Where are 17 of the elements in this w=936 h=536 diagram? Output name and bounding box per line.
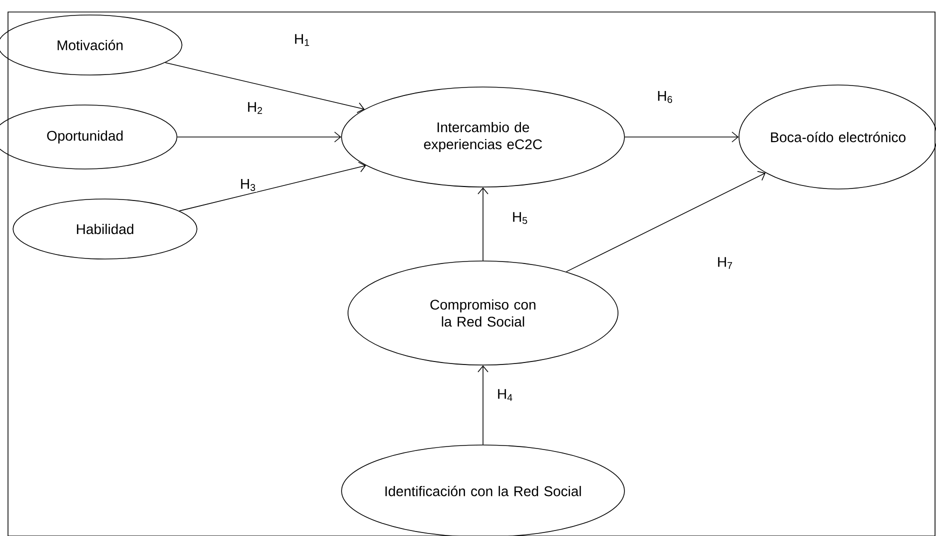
edge-label: H$_{2}$ bbox=[246, 101, 264, 115]
ellipse-node: Compromiso con la Red Social bbox=[348, 260, 618, 366]
arrow bbox=[478, 365, 488, 445]
edge-label: H$_{5}$ bbox=[510, 211, 530, 225]
arrow bbox=[566, 170, 766, 272]
arrow bbox=[164, 62, 365, 114]
edge-label: H$_{3}$ bbox=[238, 178, 258, 192]
arrow bbox=[178, 162, 366, 212]
edge-label: H$_{4}$ bbox=[496, 388, 514, 402]
edge-label: H$_{6}$ bbox=[656, 90, 674, 104]
arrow bbox=[176, 132, 342, 142]
edge-label: H$_{7}$ bbox=[716, 256, 734, 270]
ellipse-node: Habilidad bbox=[12, 198, 198, 260]
arrow bbox=[624, 132, 739, 142]
edge-label: H$_{1}$ bbox=[292, 33, 312, 47]
ellipse-node: Intercambio de experiencias eC2C bbox=[341, 86, 625, 188]
arrow bbox=[478, 187, 488, 261]
